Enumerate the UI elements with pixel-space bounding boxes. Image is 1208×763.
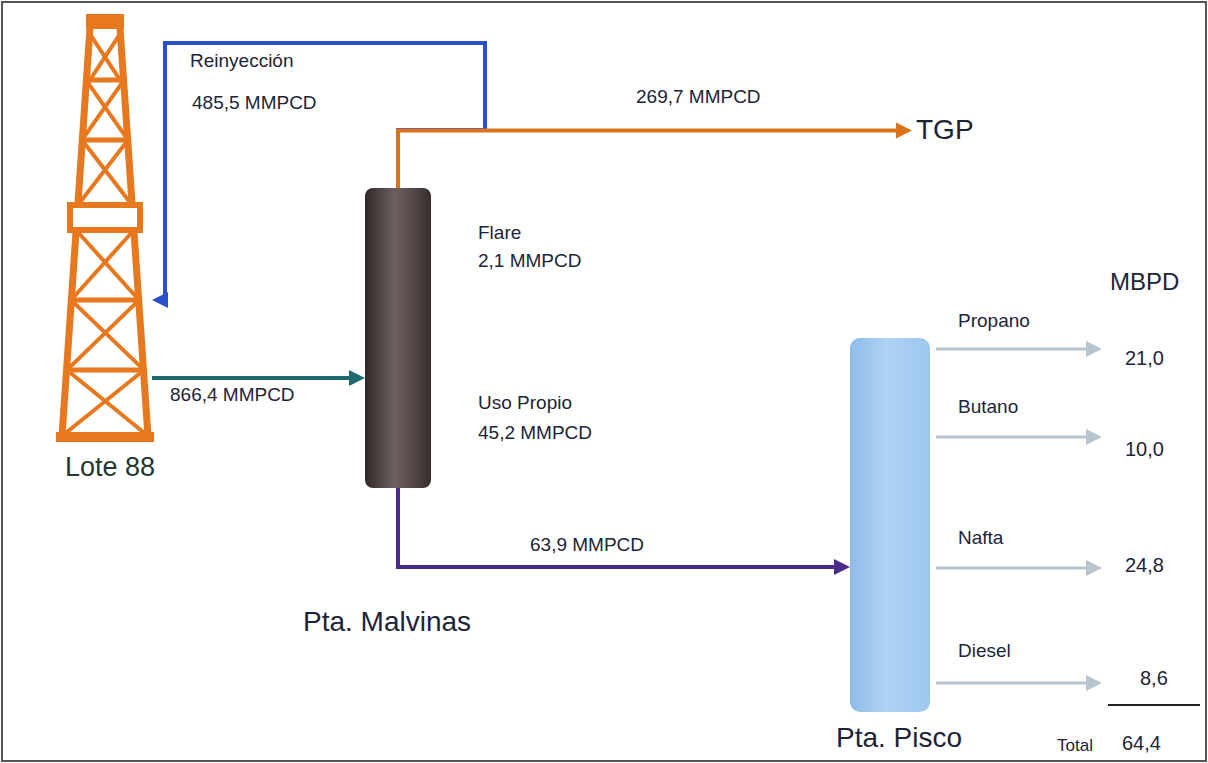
derrick-bar	[67, 368, 144, 373]
product-arrow	[936, 682, 1088, 685]
label-holder: Uso Propio	[478, 392, 572, 414]
label-holder: 10,0	[1125, 438, 1164, 461]
flow-line	[152, 376, 355, 380]
plant-column: Pta. Pisco	[850, 338, 930, 712]
plant-column: Pta. Malvinas	[365, 188, 431, 488]
arrowhead	[896, 123, 912, 139]
label-holder: 21,0	[1125, 347, 1164, 370]
label-holder: Reinyección	[190, 50, 294, 72]
product-arrowhead	[1086, 560, 1102, 576]
derrick-bar	[71, 298, 139, 303]
label-holder: 45,2 MMPCD	[478, 422, 592, 444]
label-holder: 63,9 MMPCD	[530, 534, 644, 556]
flow-label: 2,1 MMPCD	[478, 250, 581, 272]
derrick-brace	[71, 230, 134, 300]
derrick-brace	[90, 34, 120, 80]
flow-label: Flare	[478, 222, 521, 244]
flow-label: 24,8	[1125, 554, 1164, 577]
flow-label: Butano	[958, 396, 1018, 418]
flow-connector	[398, 488, 850, 575]
derrick-brace	[82, 140, 132, 205]
flow-label: 485,5 MMPCD	[192, 92, 317, 114]
flow-connector	[152, 43, 485, 308]
flow-rate-label: 269,7 MMPCD	[636, 86, 761, 108]
derrick-brace	[62, 370, 144, 436]
derrick-brace	[71, 300, 144, 370]
product-arrow	[936, 348, 1088, 351]
flow-label: 45,2 MMPCD	[478, 422, 592, 444]
node-text: TGP	[916, 114, 974, 146]
flow-line	[159, 43, 486, 300]
derrick-platform	[70, 205, 140, 230]
arrowhead	[834, 559, 850, 575]
flow-label: Uso Propio	[478, 392, 572, 414]
derrick-brace	[76, 230, 139, 300]
label-holder: 64,4	[1122, 732, 1161, 755]
product-arrowhead	[1086, 429, 1102, 445]
flow-connector	[152, 370, 365, 386]
label-holder: Diesel	[958, 640, 1011, 662]
label-holder: 485,5 MMPCD	[192, 92, 317, 114]
flow-label: 21,0	[1125, 347, 1164, 370]
label-holder: Total	[1057, 736, 1093, 756]
label-holder: Butano	[958, 396, 1018, 418]
label-holder: 24,8	[1125, 554, 1164, 577]
flow-label: Total	[1057, 736, 1093, 756]
flow-connector	[398, 123, 912, 189]
derrick-base	[56, 432, 154, 442]
label-holder: Flare	[478, 222, 521, 244]
flow-rate-label: 866,4 MMPCD	[170, 384, 295, 406]
flow-line	[398, 131, 902, 189]
node-label: Lote 88	[65, 452, 155, 483]
flow-label: Diesel	[958, 640, 1011, 662]
label-holder: MBPD	[1110, 268, 1179, 296]
label-holder: 8,6	[1140, 667, 1168, 690]
derrick-bar	[82, 138, 128, 143]
flow-label: MBPD	[1110, 268, 1179, 296]
flow-rate-label: Reinyección	[190, 50, 294, 72]
label-holder: Nafta	[958, 527, 1003, 549]
node-label: Pta. Pisco	[836, 722, 962, 754]
derrick-brace	[67, 370, 148, 436]
derrick-brace	[78, 140, 128, 205]
total-rule	[1108, 704, 1200, 706]
product-arrowhead	[1086, 675, 1102, 691]
label-holder: Pta. Pisco	[836, 722, 962, 754]
flow-label: 64,4	[1122, 732, 1161, 755]
product-arrowhead	[1086, 341, 1102, 357]
flow-rate-label: 63,9 MMPCD	[530, 534, 644, 556]
product-arrow	[936, 436, 1088, 439]
destination-box: TGP	[912, 114, 978, 147]
derrick-brace	[67, 300, 139, 370]
flow-label: 10,0	[1125, 438, 1164, 461]
derrick-brace	[90, 34, 120, 80]
label-holder: 269,7 MMPCD	[636, 86, 761, 108]
label-holder: Lote 88	[65, 452, 155, 483]
flow-label: 8,6	[1140, 667, 1168, 690]
label-holder: 866,4 MMPCD	[170, 384, 295, 406]
label-holder: 2,1 MMPCD	[478, 250, 581, 272]
label-holder: Propano	[958, 310, 1030, 332]
product-arrow	[936, 567, 1088, 570]
product-arrows	[936, 341, 1102, 691]
well-derrick: Lote 88	[58, 12, 152, 442]
derrick-brace	[86, 80, 128, 140]
node-label: Pta. Malvinas	[303, 606, 471, 638]
flow-label: Nafta	[958, 527, 1003, 549]
arrowhead	[349, 370, 365, 386]
derrick-brace	[82, 80, 124, 140]
flow-line	[398, 488, 840, 567]
label-holder: Pta. Malvinas	[303, 606, 471, 638]
derrick-icon	[56, 14, 154, 442]
arrowhead	[152, 292, 168, 308]
flow-label: Propano	[958, 310, 1030, 332]
